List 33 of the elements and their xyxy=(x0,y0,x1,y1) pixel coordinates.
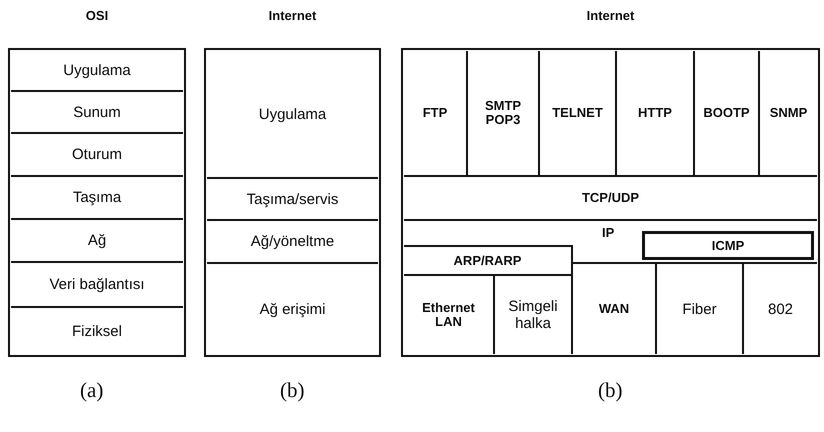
layer-label: TELNET xyxy=(552,106,603,120)
panel-caption: (a) xyxy=(80,378,104,403)
layer-label: TCP/UDP xyxy=(582,191,640,205)
layer-label: FTP xyxy=(422,106,448,120)
layer-label: BOOTP xyxy=(703,106,750,120)
layer-label: HTTP xyxy=(638,106,672,120)
layer-label: Ağ xyxy=(88,232,106,249)
layer-label: WAN xyxy=(598,302,630,316)
panel-caption: (b) xyxy=(598,378,622,403)
layer-label: Simgeli halka xyxy=(507,298,559,332)
layer-label: Taşıma xyxy=(72,189,122,206)
layer-label: Uygulama xyxy=(258,106,326,122)
layer-label: Fiziksel xyxy=(72,322,122,340)
layer-label: Fiber xyxy=(682,300,717,318)
panel-caption: (b) xyxy=(280,378,304,403)
stack-heading: Internet xyxy=(586,8,636,23)
layer-label: Ethernet LAN xyxy=(421,301,476,329)
layer-box xyxy=(642,231,814,260)
layer-label: Taşıma/servis xyxy=(246,190,338,208)
layer-label: Ağ/yöneltme xyxy=(250,233,334,250)
layer-label: Sunum xyxy=(73,104,121,120)
layer-label: ARP/RARP xyxy=(454,254,522,268)
layer-label: Ağ erişimi xyxy=(260,300,326,318)
layer-label: Uygulama xyxy=(63,62,131,79)
stack-heading: OSI xyxy=(84,8,110,23)
layer-label: SMTP POP3 xyxy=(484,99,522,127)
layer-label: IP xyxy=(602,226,614,240)
layer-label: Veri bağlantısı xyxy=(49,276,145,293)
layer-label: 802 xyxy=(768,300,794,318)
layer-label: SNMP xyxy=(770,106,808,120)
layer-label: Oturum xyxy=(72,146,122,163)
layer-label: ICMP xyxy=(712,238,744,252)
stack-heading: Internet xyxy=(268,8,318,23)
